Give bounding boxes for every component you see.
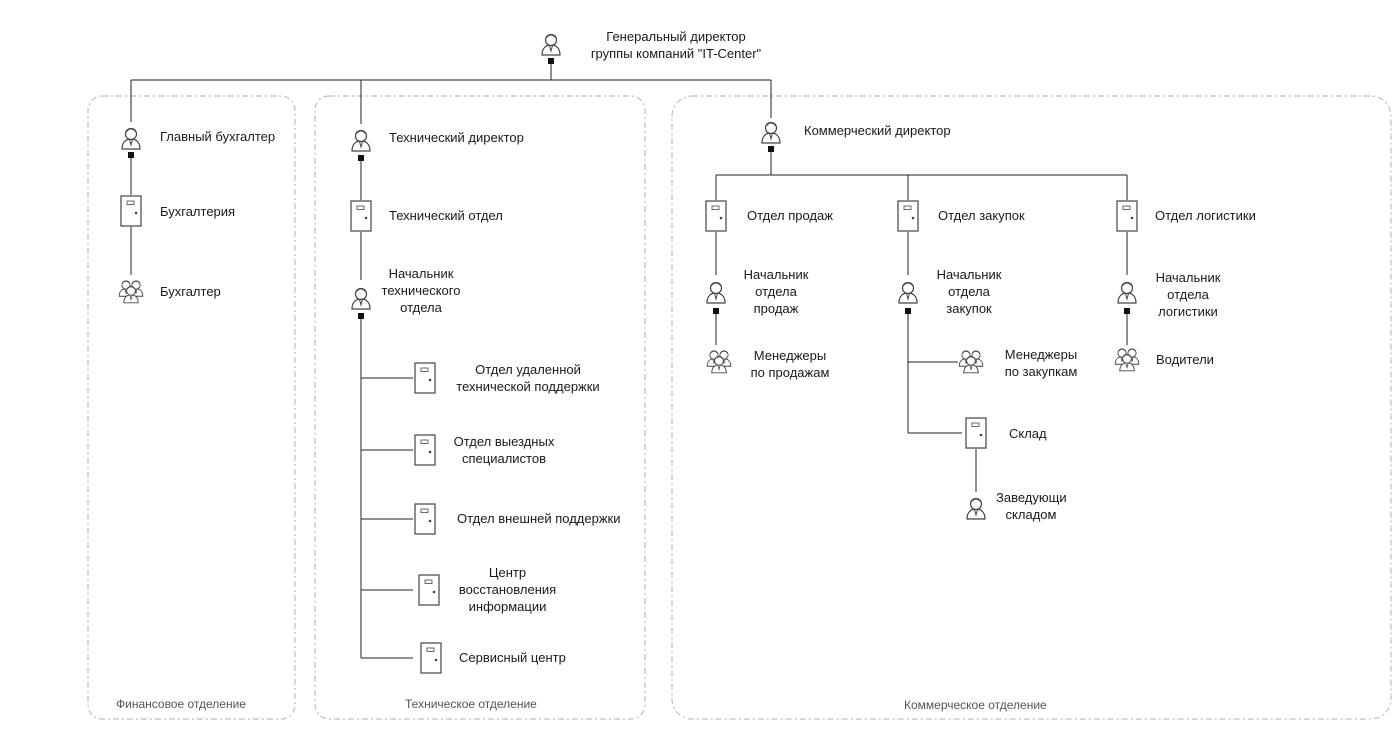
tech-department-door-icon [350, 200, 372, 232]
ceo-label: Генеральный директор группы компаний "IT… [590, 29, 762, 61]
sales-head-label: Начальник отдела продаж [743, 267, 809, 316]
purchasing-door-icon [897, 200, 919, 232]
warehouse-door-icon [965, 417, 987, 449]
ceo-person-icon [541, 33, 561, 56]
field-specialists-door-icon [414, 434, 436, 466]
chief-accountant-label: Главный бухгалтер [160, 129, 276, 144]
sales-door-icon [705, 200, 727, 232]
sales-managers-group-icon [707, 351, 731, 373]
logistics-label: Отдел логистики [1155, 208, 1256, 223]
technical-frame [314, 95, 646, 720]
purchasing-label: Отдел закупок [938, 208, 1025, 223]
purchasing-managers-group-icon [959, 351, 983, 373]
remote-support-label: Отдел удаленной технической поддержки [456, 362, 600, 394]
commercial-frame [671, 95, 1392, 720]
warehouse-label: Склад [1009, 426, 1047, 441]
warehouse-head-person-icon [966, 497, 986, 520]
logistics-head-label: Начальник отдела логистики [1155, 270, 1221, 319]
recovery-center-label: Центр восстановления информации [458, 565, 557, 614]
accountant-label: Бухгалтер [160, 284, 221, 299]
purchasing-head-label: Начальник отдела закупок [936, 267, 1002, 316]
tech-head-label: Начальник технического отдела [381, 266, 461, 315]
drivers-label: Водители [1156, 352, 1214, 367]
commercial-group-label: Коммерческое отделение [904, 698, 1047, 712]
external-support-label: Отдел внешней поддержки [457, 511, 621, 526]
tech-director-person-icon [351, 129, 371, 152]
sales-head-person-icon [706, 281, 726, 304]
tech-department-label: Технический отдел [389, 208, 503, 223]
connector-lines [130, 60, 1128, 659]
commercial-director-label: Коммерческий директор [804, 123, 951, 138]
commercial-director-person-icon [761, 121, 781, 144]
logistics-door-icon [1116, 200, 1138, 232]
accountant-group-icon [119, 281, 143, 303]
accounting-door-icon [120, 195, 142, 227]
service-center-label: Сервисный центр [459, 650, 566, 665]
remote-support-door-icon [414, 362, 436, 394]
logistics-head-person-icon [1117, 281, 1137, 304]
chief-accountant-person-icon [121, 127, 141, 150]
accounting-label: Бухгалтерия [160, 204, 236, 219]
tech-director-label: Технический директор [389, 130, 524, 145]
external-support-door-icon [414, 503, 436, 535]
purchasing-head-person-icon [898, 281, 918, 304]
sales-managers-label: Менеджеры по продажам [750, 348, 830, 380]
technical-group-label: Техническое отделение [405, 697, 537, 711]
service-center-door-icon [420, 642, 442, 674]
purchasing-managers-label: Менеджеры по закупкам [1004, 347, 1078, 379]
finance-group-label: Финансовое отделение [116, 697, 246, 711]
field-specialists-label: Отдел выездных специалистов [453, 434, 555, 466]
warehouse-head-label: Заведующи складом [996, 490, 1067, 522]
drivers-group-icon [1115, 349, 1139, 371]
finance-frame [87, 95, 296, 720]
sales-label: Отдел продаж [747, 208, 833, 223]
recovery-center-door-icon [418, 574, 440, 606]
